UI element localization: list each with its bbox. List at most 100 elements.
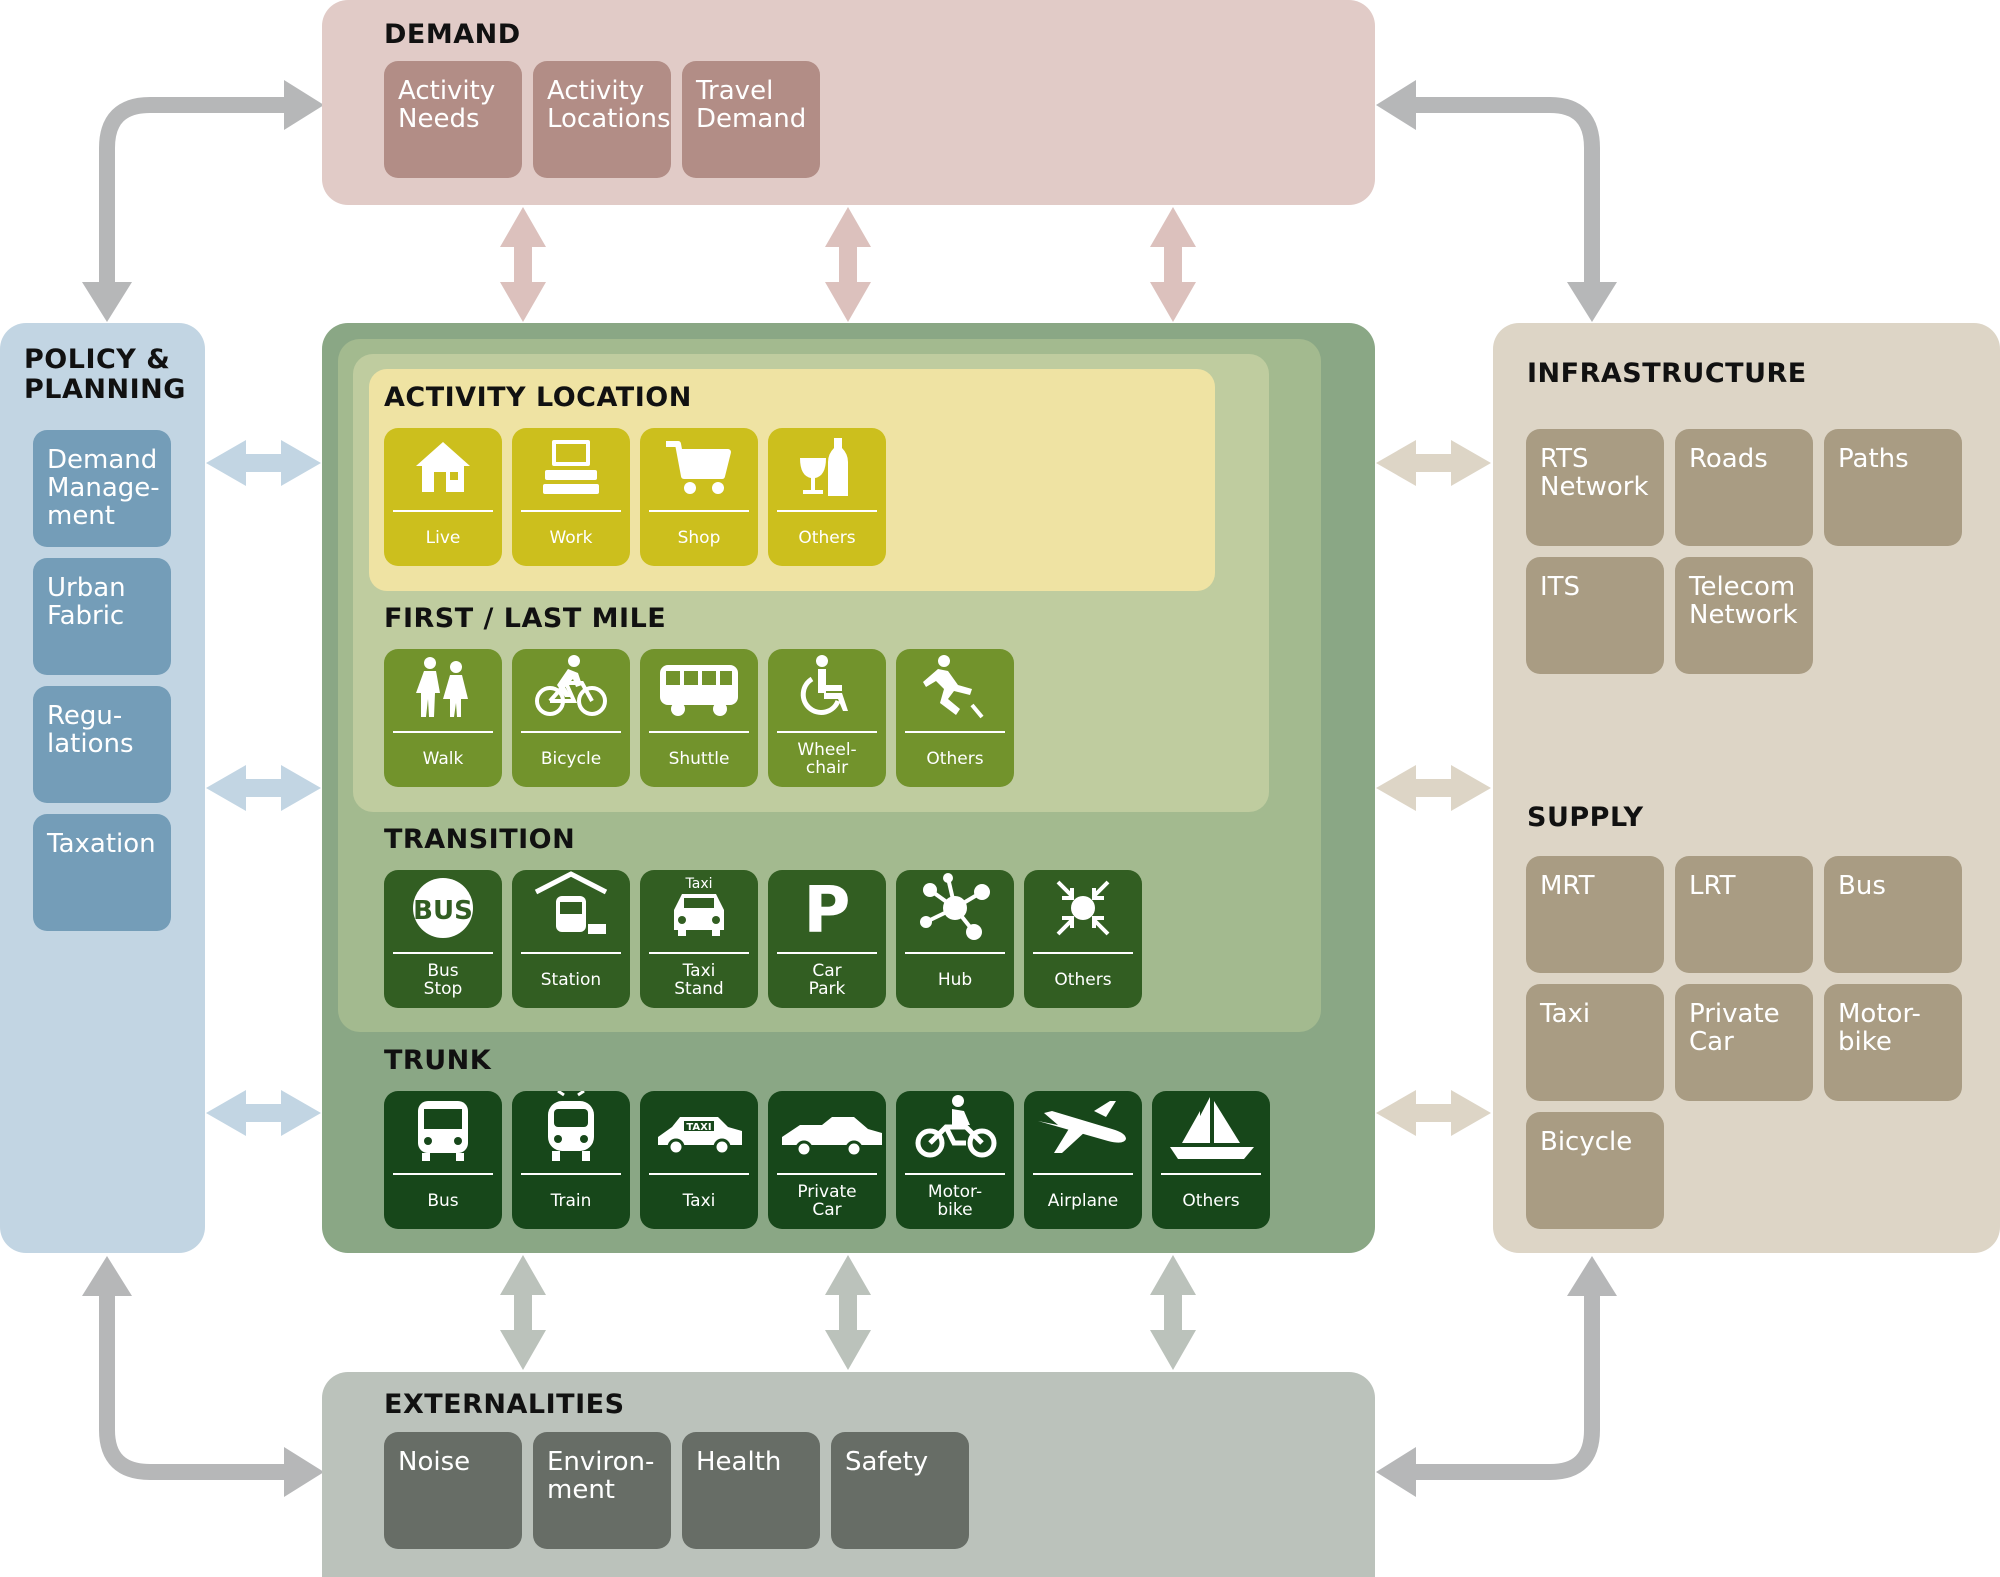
infrastructure-tile-telecom-network: Telecom Network bbox=[1675, 557, 1813, 674]
externalities-tile-noise: Noise bbox=[384, 1432, 522, 1549]
externalities-panel: EXTERNALITIES Noise Environ- ment Health… bbox=[322, 1372, 1375, 1577]
converging-arrows-icon bbox=[1024, 870, 1142, 946]
transition-tile-1: Station bbox=[512, 870, 630, 1008]
tile-divider bbox=[393, 731, 493, 733]
connector-demand-infrastructure-head-2 bbox=[1567, 282, 1617, 322]
tile-divider bbox=[777, 510, 877, 512]
first-last-mile-tile-1: Bicycle bbox=[512, 649, 630, 787]
tile-label: Bus bbox=[427, 1190, 459, 1211]
tile-label: Shuttle bbox=[668, 748, 730, 769]
skater-icon bbox=[896, 649, 1014, 725]
demand-tile-activity-locations: Activity Locations bbox=[533, 61, 671, 178]
tile-label: Others bbox=[1182, 1190, 1240, 1211]
motorbike-icon bbox=[896, 1091, 1014, 1167]
computer-icon bbox=[512, 428, 630, 504]
policy-planning-panel: POLICY & PLANNING Demand Manage- ment Ur… bbox=[0, 323, 205, 1253]
policy-tile-demand-management: Demand Manage- ment bbox=[33, 430, 171, 547]
tile-label: Train bbox=[550, 1190, 592, 1211]
transition-tile-3: P Car Park bbox=[768, 870, 886, 1008]
bus-sign-icon: BUS bbox=[384, 870, 502, 946]
core-externalities-arrow-2 bbox=[825, 1255, 871, 1370]
tile-divider bbox=[777, 1173, 877, 1175]
tile-label: Car Park bbox=[808, 960, 846, 999]
demand-tile-activity-needs: Activity Needs bbox=[384, 61, 522, 178]
tile-label: Others bbox=[926, 748, 984, 769]
tile-label: Taxi Stand bbox=[674, 960, 724, 999]
demand-tile-travel-demand: Travel Demand bbox=[682, 61, 820, 178]
transition-tile-5: Others bbox=[1024, 870, 1142, 1008]
tile-divider bbox=[649, 1173, 749, 1175]
tile-divider bbox=[393, 510, 493, 512]
core-infrastructure-arrow-2 bbox=[1376, 765, 1491, 811]
hub-network-icon bbox=[896, 870, 1014, 946]
connector-policy-externalities bbox=[99, 1296, 284, 1480]
tile-label: Private Car bbox=[797, 1181, 857, 1220]
transition-tile-4: Hub bbox=[896, 870, 1014, 1008]
private-car-icon bbox=[768, 1091, 886, 1167]
tile-label: Motor- bike bbox=[927, 1181, 983, 1220]
core-infrastructure-arrow-1 bbox=[1376, 440, 1491, 486]
demand-panel: DEMAND Activity Needs Activity Locations… bbox=[322, 0, 1375, 205]
wheelchair-icon bbox=[768, 649, 886, 725]
tile-label: Work bbox=[549, 527, 593, 548]
infrastructure-tile-its: ITS bbox=[1526, 557, 1664, 674]
taxi-stand-icon: Taxi bbox=[640, 870, 758, 946]
svg-text:Taxi: Taxi bbox=[685, 876, 713, 892]
transition-title: TRANSITION bbox=[384, 824, 576, 855]
tile-label: Hub bbox=[937, 969, 973, 990]
trunk-tile-1: Train bbox=[512, 1091, 630, 1229]
connector-policy-demand bbox=[99, 97, 290, 282]
tile-label: Live bbox=[425, 527, 461, 548]
tile-divider bbox=[521, 510, 621, 512]
tile-divider bbox=[1033, 952, 1133, 954]
tile-divider bbox=[777, 731, 877, 733]
policy-core-arrow-2 bbox=[206, 765, 321, 811]
externalities-tile-health: Health bbox=[682, 1432, 820, 1549]
externalities-title: EXTERNALITIES bbox=[384, 1389, 625, 1420]
connector-infrastructure-externalities bbox=[1416, 1296, 1600, 1480]
trunk-tile-5: Airplane bbox=[1024, 1091, 1142, 1229]
tile-divider bbox=[393, 1173, 493, 1175]
trunk-title: TRUNK bbox=[384, 1045, 492, 1076]
connector-infrastructure-externalities-head-2 bbox=[1376, 1447, 1416, 1497]
tile-divider bbox=[905, 1173, 1005, 1175]
bottle-glass-icon bbox=[768, 428, 886, 504]
first-last-mile-tile-0: Walk bbox=[384, 649, 502, 787]
connector-policy-demand-head-2 bbox=[82, 282, 132, 322]
tile-divider bbox=[649, 952, 749, 954]
tile-divider bbox=[649, 731, 749, 733]
infrastructure-tile-paths: Paths bbox=[1824, 429, 1962, 546]
core-infrastructure-arrow-3 bbox=[1376, 1090, 1491, 1136]
svg-text:P: P bbox=[804, 874, 851, 946]
supply-tile-bus: Bus bbox=[1824, 856, 1962, 973]
taxi-car-icon: TAXI bbox=[640, 1091, 758, 1167]
svg-text:BUS: BUS bbox=[413, 896, 473, 926]
trunk-tile-3: Private Car bbox=[768, 1091, 886, 1229]
supply-tile-lrt: LRT bbox=[1675, 856, 1813, 973]
supply-tile-bicycle: Bicycle bbox=[1526, 1112, 1664, 1229]
connector-demand-infrastructure bbox=[1408, 97, 1600, 282]
trunk-tile-2: TAXI Taxi bbox=[640, 1091, 758, 1229]
infrastructure-title: INFRASTRUCTURE bbox=[1527, 358, 1807, 389]
tile-divider bbox=[521, 1173, 621, 1175]
connector-demand-infrastructure-head-1 bbox=[1376, 80, 1416, 130]
shuttle-bus-icon bbox=[640, 649, 758, 725]
infrastructure-tile-rts-network: RTS Network bbox=[1526, 429, 1664, 546]
tile-label: Taxi bbox=[682, 1190, 716, 1211]
tile-label: Shop bbox=[677, 527, 721, 548]
policy-tile-regulations: Regu- lations bbox=[33, 686, 171, 803]
policy-core-arrow-3 bbox=[206, 1090, 321, 1136]
tile-divider bbox=[777, 952, 877, 954]
activity-location-title: ACTIVITY LOCATION bbox=[384, 382, 692, 413]
trunk-tile-4: Motor- bike bbox=[896, 1091, 1014, 1229]
supply-tile-taxi: Taxi bbox=[1526, 984, 1664, 1101]
cyclist-icon bbox=[512, 649, 630, 725]
activity-location-tile-0: Live bbox=[384, 428, 502, 566]
airplane-icon bbox=[1024, 1091, 1142, 1167]
supply-tile-mrt: MRT bbox=[1526, 856, 1664, 973]
infrastructure-supply-panel: INFRASTRUCTURE RTS Network Roads Paths I… bbox=[1493, 323, 2000, 1253]
tile-label: Bicycle bbox=[540, 748, 602, 769]
bus-front-icon bbox=[384, 1091, 502, 1167]
